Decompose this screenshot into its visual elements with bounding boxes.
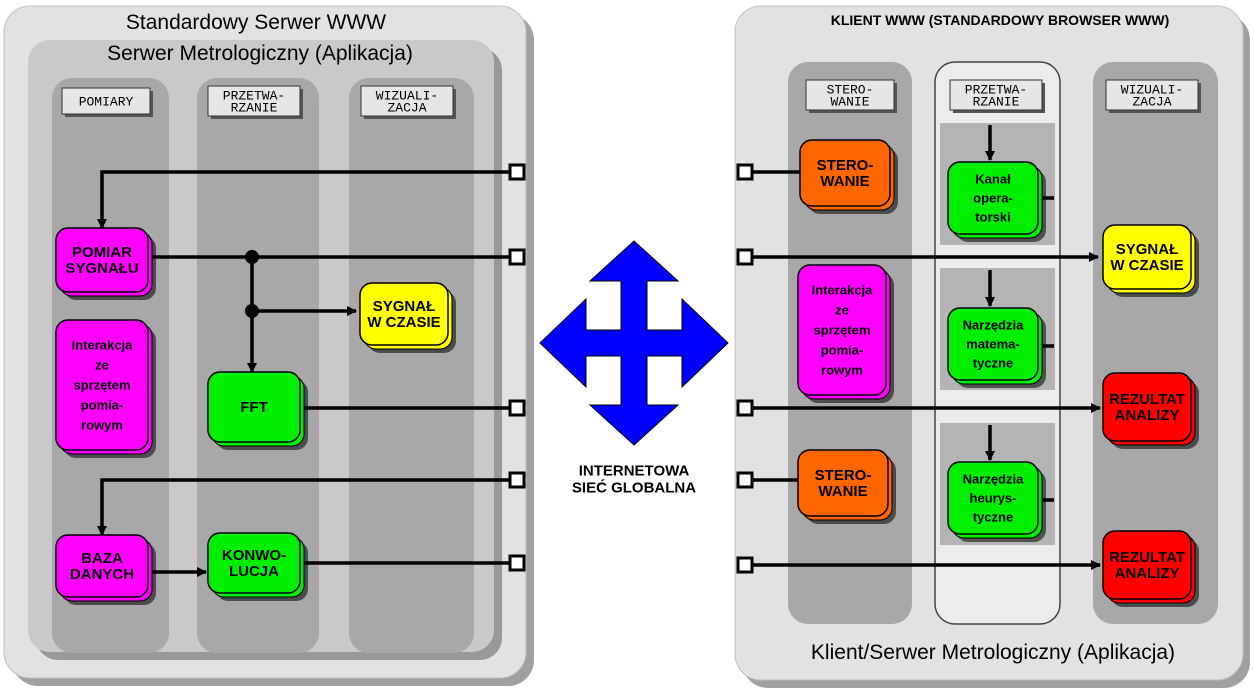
network-label-line: INTERNETOWA — [579, 462, 690, 479]
wire-to-pomiar — [97, 170, 514, 229]
server-app-title: Serwer Metrologiczny (Aplikacja) — [107, 42, 413, 65]
box-sterowanie-1-line: STERO- — [817, 157, 874, 174]
box-pomiar-sygnalu-line: SYGNAŁU — [65, 260, 138, 277]
box-sygnal-client-line: W CZASIE — [1110, 257, 1183, 274]
box-interakcja-server-line: rowym — [81, 417, 123, 432]
box-rezultat-1-line: ANALIZY — [1115, 407, 1180, 424]
client-port-2 — [736, 248, 754, 266]
box-kanal-operatorski: Kanał opera-torski — [947, 161, 1046, 242]
server-port-3 — [508, 399, 526, 417]
server-outer-title: Standardowy Serwer WWW — [126, 11, 386, 34]
header-pomiary-line: POMIARY — [79, 94, 134, 109]
client-port-4 — [736, 471, 754, 489]
box-kanal-operatorski-line: torski — [975, 209, 1010, 224]
header-client-wizualizacja-line: ZACJA — [1132, 94, 1171, 109]
column-wizualizacja-client — [1093, 62, 1218, 624]
box-baza-danych-line: BAZA — [81, 550, 123, 567]
client-port-1 — [736, 163, 754, 181]
server-port-4 — [508, 471, 526, 489]
wire-to-baza — [97, 478, 514, 536]
box-sygnal-server-line: W CZASIE — [367, 314, 440, 331]
server-port-1 — [508, 163, 526, 181]
network-label-line: SIEĆ GLOBALNA — [572, 478, 696, 496]
box-interakcja-server-line: sprzętem — [73, 377, 130, 392]
junction-dot — [245, 250, 259, 264]
header-client-wizualizacja-line: WIZUALI- — [1121, 82, 1183, 97]
header-pomiary: POMIARY — [61, 87, 153, 117]
box-sygnal-client-line: SYGNAŁ — [1116, 241, 1179, 258]
box-sterowanie-1-line: WANIE — [820, 173, 869, 190]
column-przetwarzanie — [197, 78, 319, 653]
box-narzedzia-matematyczne: Narzędzia matema-tyczne — [947, 307, 1046, 388]
box-interakcja-server-line: Interakcja — [72, 337, 133, 352]
box-interakcja-server-line: ze — [95, 357, 109, 372]
header-przetwarzanie: PRZETWA-RZANIE — [207, 85, 303, 119]
header-client-wizualizacja: WIZUALI-ZACJA — [1105, 79, 1201, 113]
box-konwolucja-line: LUCJA — [229, 563, 279, 580]
header-client-sterowanie-line: WANIE — [830, 94, 869, 109]
box-interakcja-client-line: rowym — [821, 362, 863, 377]
box-narzedzia-heurystyczne: Narzędzia heurys-tyczne — [947, 461, 1046, 542]
box-kanal-operatorski-line: Kanał — [975, 171, 1011, 186]
box-narzedzia-matematyczne-line: tyczne — [973, 355, 1013, 370]
header-client-przetwarzanie-line: PRZETWA- — [965, 82, 1027, 97]
box-narzedzia-matematyczne-line: matema- — [966, 336, 1019, 351]
box-kanal-operatorski-line: opera- — [973, 190, 1013, 205]
header-client-przetwarzanie-line: RZANIE — [973, 94, 1020, 109]
header-przetwarzanie-line: PRZETWA- — [223, 88, 285, 103]
box-interakcja-client-line: pomia- — [821, 342, 864, 357]
box-interakcja-client-line: Interakcja — [812, 282, 873, 297]
box-baza-danych-line: DANYCH — [70, 566, 134, 583]
box-narzedzia-heurystyczne-line: Narzędzia — [963, 471, 1024, 486]
box-interakcja-server-line: pomia- — [81, 397, 124, 412]
client-app-title: Klient/Serwer Metrologiczny (Aplikacja) — [811, 641, 1175, 664]
header-client-sterowanie-line: STERO- — [827, 82, 874, 97]
box-rezultat-2-line: REZULTAT — [1109, 549, 1185, 566]
header-client-przetwarzanie: PRZETWA-RZANIE — [949, 79, 1045, 113]
box-fft-line: FFT — [240, 399, 268, 416]
box-sterowanie-2-line: STERO- — [815, 467, 872, 484]
box-sterowanie-1: STERO-WANIE — [799, 139, 898, 214]
server-port-2 — [508, 248, 526, 266]
network-cross-arrow-icon — [539, 240, 729, 446]
box-narzedzia-matematyczne-line: Narzędzia — [963, 317, 1024, 332]
client-port-3 — [736, 399, 754, 417]
box-sterowanie-2-line: WANIE — [818, 483, 867, 500]
box-konwolucja-line: KONWO- — [222, 547, 286, 564]
server-port-5 — [508, 554, 526, 572]
header-wizualizacja-line: ZACJA — [387, 100, 426, 115]
box-rezultat-1-line: REZULTAT — [1109, 391, 1185, 408]
client-port-5 — [736, 556, 754, 574]
box-pomiar-sygnalu-line: POMIAR — [72, 244, 132, 261]
box-sygnal-server-line: SYGNAŁ — [373, 298, 436, 315]
box-interakcja-client: Interakcja ze sprzętem pomia-rowym — [797, 264, 894, 403]
header-wizualizacja-line: WIZUALI- — [376, 88, 438, 103]
junction-dot — [245, 304, 259, 318]
box-narzedzia-heurystyczne-line: heurys- — [970, 490, 1017, 505]
server-columns — [52, 78, 474, 653]
box-sterowanie-2: STERO-WANIE — [797, 449, 896, 524]
header-wizualizacja: WIZUALI-ZACJA — [360, 85, 456, 119]
header-client-sterowanie: STERO-WANIE — [805, 79, 897, 113]
box-interakcja-server: Interakcja ze sprzętem pomia-rowym — [55, 319, 156, 458]
network-arrows — [539, 240, 729, 446]
box-konwolucja: KONWO-LUCJA — [207, 532, 308, 601]
column-wizualizacja — [349, 78, 474, 653]
box-interakcja-client-line: ze — [835, 302, 849, 317]
box-interakcja-client-line: sprzętem — [813, 322, 870, 337]
box-rezultat-2-line: ANALIZY — [1115, 565, 1180, 582]
client-outer-title: KLIENT WWW (STANDARDOWY BROWSER WWW) — [831, 12, 1170, 28]
header-przetwarzanie-line: RZANIE — [231, 100, 278, 115]
box-fft: FFT — [207, 371, 308, 450]
box-narzedzia-heurystyczne-line: tyczne — [973, 509, 1013, 524]
